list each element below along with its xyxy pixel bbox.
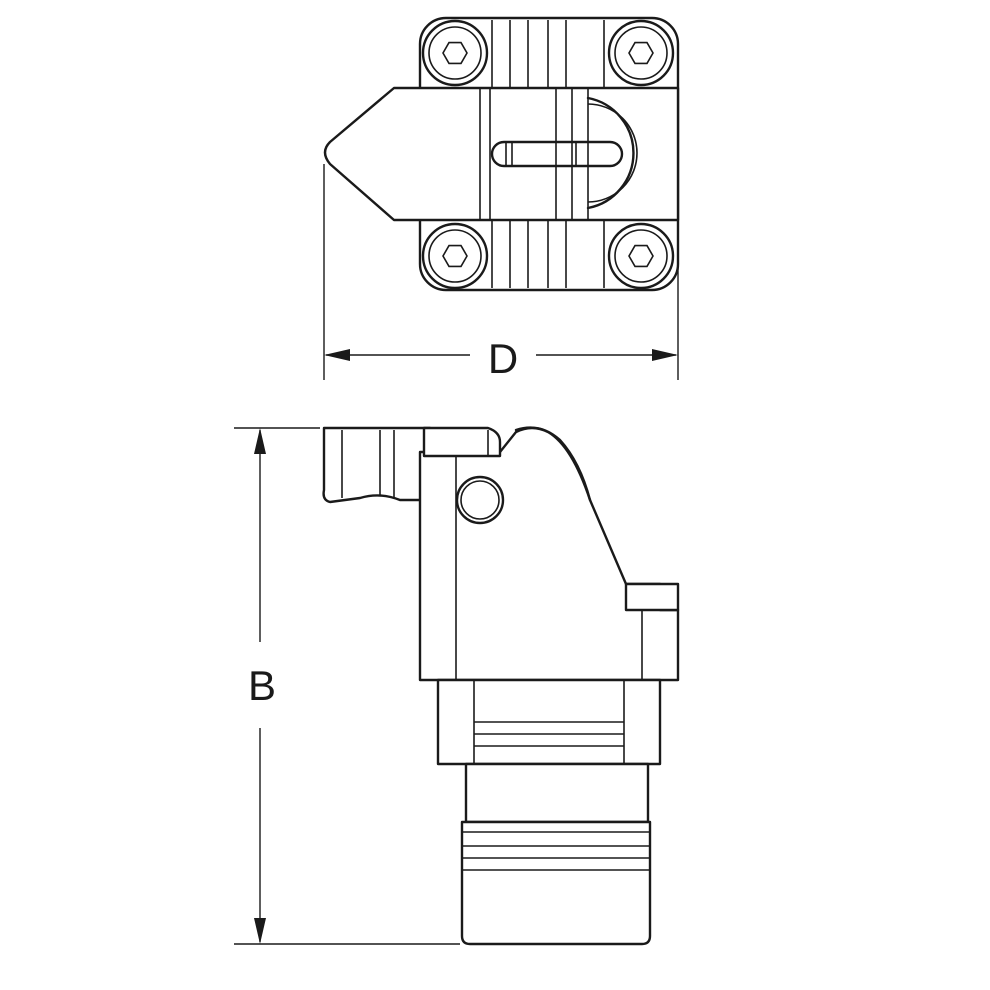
dimension-b: B xyxy=(234,427,460,945)
dimension-d-label: D xyxy=(488,335,518,382)
bolt-top-left xyxy=(421,19,489,87)
top-clamp-arm xyxy=(323,86,680,222)
top-flange-ribs xyxy=(491,20,605,288)
top-arm-details xyxy=(479,88,638,220)
side-arm-pivot xyxy=(514,426,592,502)
side-main-body xyxy=(418,426,680,682)
side-step-block xyxy=(624,582,680,612)
bolt-bottom-left xyxy=(421,222,489,290)
dimension-b-label: B xyxy=(248,662,276,709)
side-arm-bar xyxy=(422,426,502,458)
side-cylinder-thread xyxy=(460,820,652,946)
side-cylinder xyxy=(464,762,650,824)
bolt-bottom-right xyxy=(607,222,675,290)
bolt-top-right xyxy=(607,19,675,87)
top-view xyxy=(323,16,680,292)
side-pivot-pin xyxy=(455,475,505,525)
side-view xyxy=(322,426,680,946)
side-clamp-tip xyxy=(322,426,432,504)
dimension-d: D xyxy=(323,164,679,382)
